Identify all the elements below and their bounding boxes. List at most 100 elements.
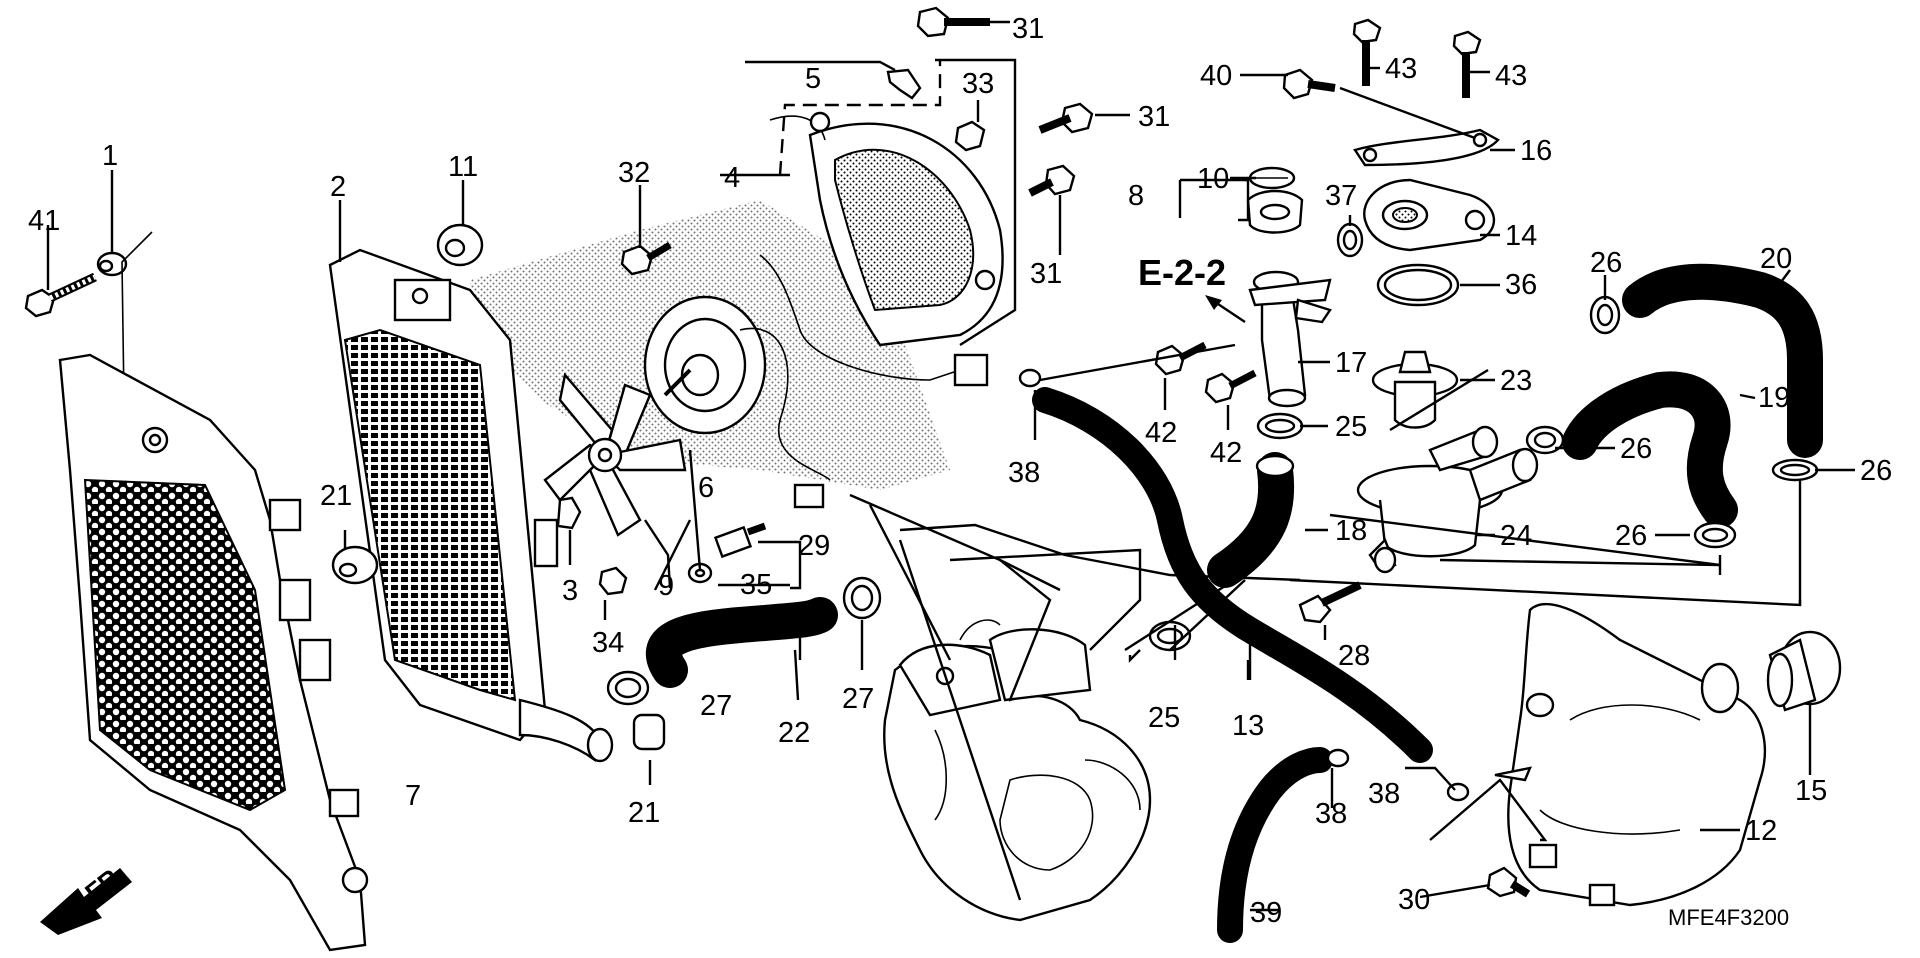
callout-13: 13 (1232, 710, 1264, 742)
clamp-26-d (1693, 521, 1737, 549)
callout-1: 1 (102, 140, 118, 172)
callout-9: 9 (658, 570, 674, 602)
callout-43-left: 43 (1385, 53, 1417, 85)
radiator-cap-10 (1248, 166, 1296, 190)
rubber-21-upper (331, 545, 379, 585)
callout-5: 5 (805, 63, 821, 95)
callout-10: 10 (1197, 163, 1229, 195)
fan-blade-9 (543, 372, 687, 537)
nut-33 (954, 120, 986, 152)
water-pipe-17 (1248, 270, 1332, 408)
callout-16: 16 (1520, 135, 1552, 167)
callout-17: 17 (1335, 347, 1367, 379)
callout-36: 36 (1505, 269, 1537, 301)
bolt-42-right (1204, 369, 1257, 404)
o-ring-36 (1376, 263, 1460, 307)
callout-31-top: 31 (1012, 13, 1044, 45)
filler-neck-8 (1246, 189, 1304, 234)
thermostat-cover-14 (1363, 178, 1496, 252)
callout-21-lower: 21 (628, 797, 660, 829)
callout-31-middle: 31 (1138, 101, 1170, 133)
bolt-41 (24, 272, 97, 318)
rubber-3 (556, 496, 582, 530)
callout-8: 8 (1128, 180, 1144, 212)
callout-38-tank: 38 (1368, 778, 1400, 810)
callout-41: 41 (28, 205, 60, 237)
bolt-31-lower (1028, 164, 1076, 197)
fan-motor-6 (643, 295, 831, 509)
callout-12: 12 (1745, 815, 1777, 847)
callout-38-top: 38 (1008, 457, 1040, 489)
thermostat-housing-24 (1356, 425, 1539, 574)
callout-26-d: 26 (1615, 520, 1647, 552)
hose-22 (646, 597, 838, 688)
callout-6: 6 (698, 472, 714, 504)
callout-39: 39 (1250, 897, 1282, 929)
callout-42-right: 42 (1210, 437, 1242, 469)
thermo-switch-29 (713, 522, 767, 559)
bolt-42-left (1154, 341, 1207, 376)
clamp-26-a (1589, 295, 1621, 335)
clamp-26-b (1525, 425, 1565, 455)
clamp-25-upper (1256, 412, 1304, 440)
clamp-26-c (1771, 458, 1819, 482)
bolt-43-left (1352, 18, 1382, 86)
bolt-40 (1282, 68, 1336, 100)
callout-27-right: 27 (842, 683, 874, 715)
callout-11: 11 (448, 151, 478, 183)
callout-23: 23 (1500, 365, 1532, 397)
callout-43-right: 43 (1495, 60, 1527, 92)
engine-outline (883, 619, 1152, 922)
bolt-30 (1486, 866, 1531, 898)
callout-40: 40 (1200, 60, 1232, 92)
clip-38-bottom (1326, 748, 1350, 768)
callout-34: 34 (592, 627, 624, 659)
drawing-code: MFE4F3200 (1668, 905, 1789, 930)
hose-18 (1207, 452, 1295, 588)
callout-18: 18 (1335, 515, 1367, 547)
callout-30: 30 (1398, 884, 1430, 916)
callout-26-b: 26 (1620, 433, 1652, 465)
reference-arrow (1205, 295, 1246, 323)
callout-37: 37 (1325, 180, 1357, 212)
hose-19 (1562, 371, 1738, 528)
callout-31-lower: 31 (1030, 258, 1062, 290)
callout-3: 3 (562, 575, 578, 607)
callout-22: 22 (778, 717, 810, 749)
grommet-11 (436, 223, 484, 267)
hose-20 (1622, 263, 1823, 458)
radiator-2 (328, 248, 614, 763)
callout-28: 28 (1338, 640, 1370, 672)
callout-29: 29 (798, 530, 830, 562)
callout-20: 20 (1760, 243, 1792, 275)
leader-lines (46, 20, 1855, 912)
reserve-tank-12 (1494, 602, 1767, 907)
reference-e-2-2: E-2-2 (1138, 252, 1226, 293)
callout-21-upper: 21 (320, 480, 352, 512)
leader-line-1 (121, 231, 153, 471)
callout-14: 14 (1505, 220, 1537, 252)
hose-13 (1032, 387, 1433, 763)
o-ring-37 (1336, 222, 1364, 258)
callout-4: 4 (724, 162, 740, 194)
callout-2: 2 (330, 171, 346, 203)
callout-labels: 41 1 2 11 32 4 5 33 31 31 31 21 6 3 9 34… (28, 13, 1892, 930)
callout-32: 32 (618, 157, 650, 189)
clip-38-top (1018, 368, 1042, 388)
nut-34 (598, 566, 628, 596)
thermostat-23 (1371, 350, 1459, 429)
callout-33: 33 (962, 68, 994, 100)
callout-42-left: 42 (1145, 417, 1177, 449)
callout-26-c: 26 (1860, 455, 1892, 487)
callout-19: 19 (1758, 382, 1790, 414)
callout-25-upper: 25 (1335, 411, 1367, 443)
fan-shroud-4 (759, 111, 1004, 387)
clamp-27-left (606, 670, 650, 706)
tank-cap-15 (1766, 630, 1842, 712)
callout-27-left: 27 (700, 690, 732, 722)
rubber-21-lower (632, 713, 666, 751)
bolt-43-right (1452, 30, 1482, 98)
sensor-28 (1298, 581, 1362, 624)
grommet-1 (96, 251, 128, 277)
